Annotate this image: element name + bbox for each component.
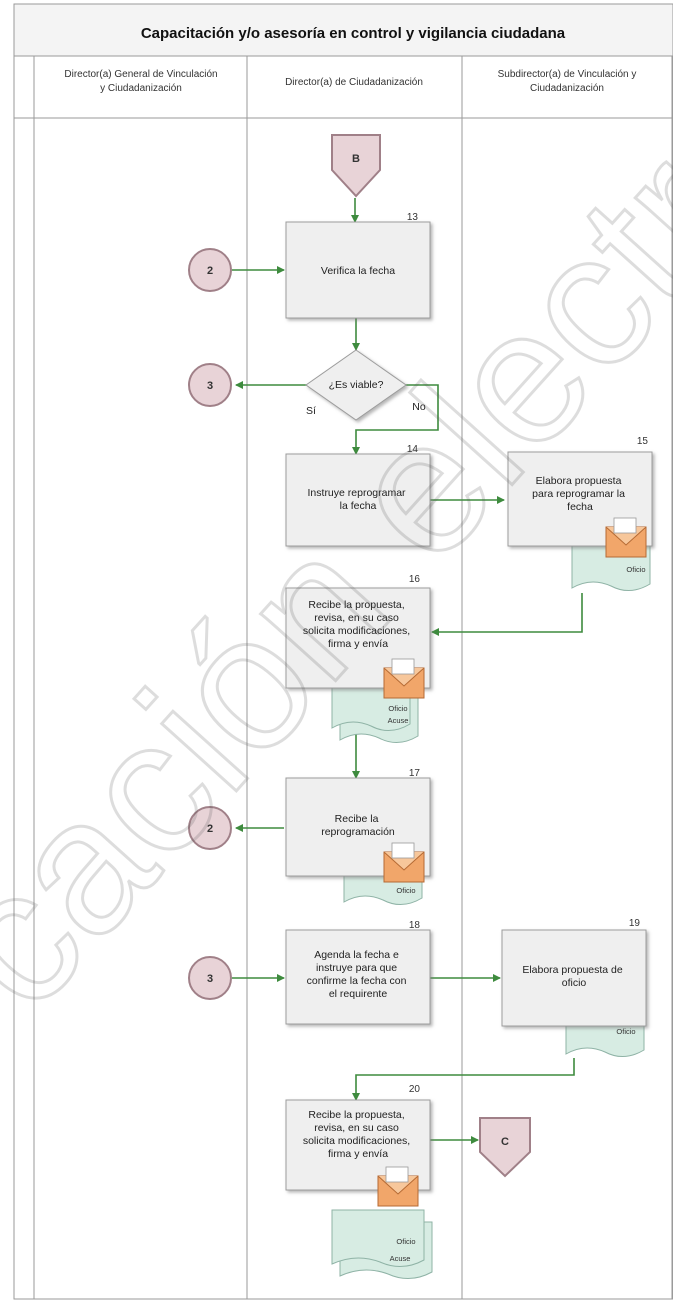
decision-es-viable: ¿Es viable? Sí No: [305, 349, 426, 421]
document-label: Oficio: [396, 1237, 415, 1246]
envelope-icon: [605, 517, 647, 558]
document-label: Oficio: [616, 1027, 635, 1036]
lane-header-line1: Director(a) General de Vinculación: [64, 69, 217, 80]
step-text-line: solicita modificaciones,: [303, 1135, 410, 1147]
step-number: 18: [409, 920, 421, 931]
step-19-box: Oficio 19 Elabora propuesta de oficio: [501, 918, 647, 1057]
step-text: Elabora propuesta de oficio: [522, 964, 625, 989]
step-text-line: Recibe la propuesta,: [308, 1109, 404, 1121]
document-label: Oficio: [626, 565, 645, 574]
step-20-box: Oficio Acuse 20 Recibe la propuesta, rev…: [285, 1084, 433, 1279]
step-number: 15: [637, 436, 649, 447]
step-text: Verifica la fecha: [321, 265, 395, 277]
lane-header-line1: Director(a) de Ciudadanización: [285, 77, 423, 88]
step-text-line: la fecha: [340, 500, 377, 512]
step-text-line: reprogramación: [321, 826, 395, 838]
envelope-icon: [377, 1166, 419, 1207]
step-text: Recibe la propuesta, revisa, en su caso …: [303, 599, 413, 650]
step-text-line: para reprogramar la: [532, 488, 625, 500]
step-14-box: 14 Instruye reprogramar la fecha: [285, 444, 431, 547]
step-text: Recibe la propuesta, revisa, en su caso …: [303, 1109, 413, 1160]
connector-3-top: 3: [188, 363, 232, 407]
step-text-line: Agenda la fecha e: [314, 949, 399, 961]
decision-text: ¿Es viable?: [329, 379, 384, 391]
step-number: 19: [629, 918, 641, 929]
flow-lines: [232, 198, 583, 1144]
document-stack: Oficio Acuse: [331, 1209, 433, 1279]
step-text-line: instruye para que: [316, 962, 397, 974]
step-number: 13: [407, 212, 419, 223]
step-13-box: 13 Verifica la fecha: [285, 212, 431, 319]
lane-header-line2: Ciudadanización: [530, 83, 604, 94]
start-connector-b: B: [331, 134, 381, 198]
step-text-line: fecha: [567, 501, 593, 513]
connector-label: 3: [207, 380, 213, 392]
step-text-line: Elabora propuesta de: [522, 964, 623, 976]
lane-header-director-general: Director(a) General de Vinculación y Ciu…: [64, 69, 217, 94]
decision-no-label: No: [412, 401, 426, 413]
lane-header-director-ciudadanizacion: Director(a) de Ciudadanización: [285, 77, 423, 88]
envelope-icon: [383, 842, 425, 883]
step-text-line: Elabora propuesta: [536, 475, 622, 487]
connector-3-bottom: 3: [188, 956, 232, 1000]
connector-2-bottom: 2: [188, 806, 232, 850]
step-text-line: firma y envía: [328, 1148, 388, 1160]
step-text-line: Verifica la fecha: [321, 265, 395, 277]
document-label: Acuse: [390, 1254, 411, 1263]
step-number: 17: [409, 768, 421, 779]
step-text: Recibe la reprogramación: [321, 813, 395, 838]
document-label: Acuse: [388, 716, 409, 725]
decision-yes-label: Sí: [306, 405, 316, 417]
step-text-line: confirme la fecha con: [307, 975, 407, 987]
document-label: Oficio: [388, 704, 407, 713]
lane-header-line1: Subdirector(a) de Vinculación y: [498, 69, 637, 80]
connector-label: 2: [207, 265, 213, 277]
end-connector-c: C: [479, 1117, 531, 1178]
connector-2-top: 2: [188, 248, 232, 292]
step-18-box: 18 Agenda la fecha e instruye para que c…: [285, 920, 431, 1025]
step-text-line: firma y envía: [328, 638, 388, 650]
step-number: 16: [409, 574, 421, 585]
connector-label: 3: [207, 973, 213, 985]
step-15-box: Oficio 15 Elabora propuesta para reprogr…: [507, 436, 653, 591]
swimlane-frame: [13, 3, 673, 1300]
step-text: Agenda la fecha e instruye para que conf…: [307, 949, 410, 1000]
diagram-title: Capacitación y/o asesoría en control y v…: [141, 25, 566, 42]
step-16-box: Oficio Acuse 16 Recibe la propuesta, rev…: [285, 574, 431, 743]
connector-label: 2: [207, 823, 213, 835]
step-number: 20: [409, 1084, 421, 1095]
step-text-line: solicita modificaciones,: [303, 625, 410, 637]
step-text-line: Recibe la propuesta,: [308, 599, 404, 611]
step-text-line: revisa, en su caso: [314, 612, 399, 624]
step-text-line: el requirente: [329, 988, 388, 1000]
step-text-line: revisa, en su caso: [314, 1122, 399, 1134]
step-number: 14: [407, 444, 419, 455]
step-text-line: Recibe la: [335, 813, 379, 825]
step-text: Elabora propuesta para reprogramar la fe…: [532, 475, 628, 513]
step-17-box: Oficio 17 Recibe la reprogramación: [285, 768, 431, 905]
step-text-line: oficio: [562, 977, 587, 989]
lane-header-subdirector: Subdirector(a) de Vinculación y Ciudadan…: [498, 69, 637, 94]
step-text: Instruye reprogramar la fecha: [308, 487, 409, 512]
envelope-icon: [383, 658, 425, 699]
connector-label: B: [352, 153, 360, 165]
connector-label: C: [501, 1136, 509, 1148]
lane-header-line2: y Ciudadanización: [100, 83, 182, 94]
document-label: Oficio: [396, 886, 415, 895]
step-text-line: Instruye reprogramar: [308, 487, 407, 499]
